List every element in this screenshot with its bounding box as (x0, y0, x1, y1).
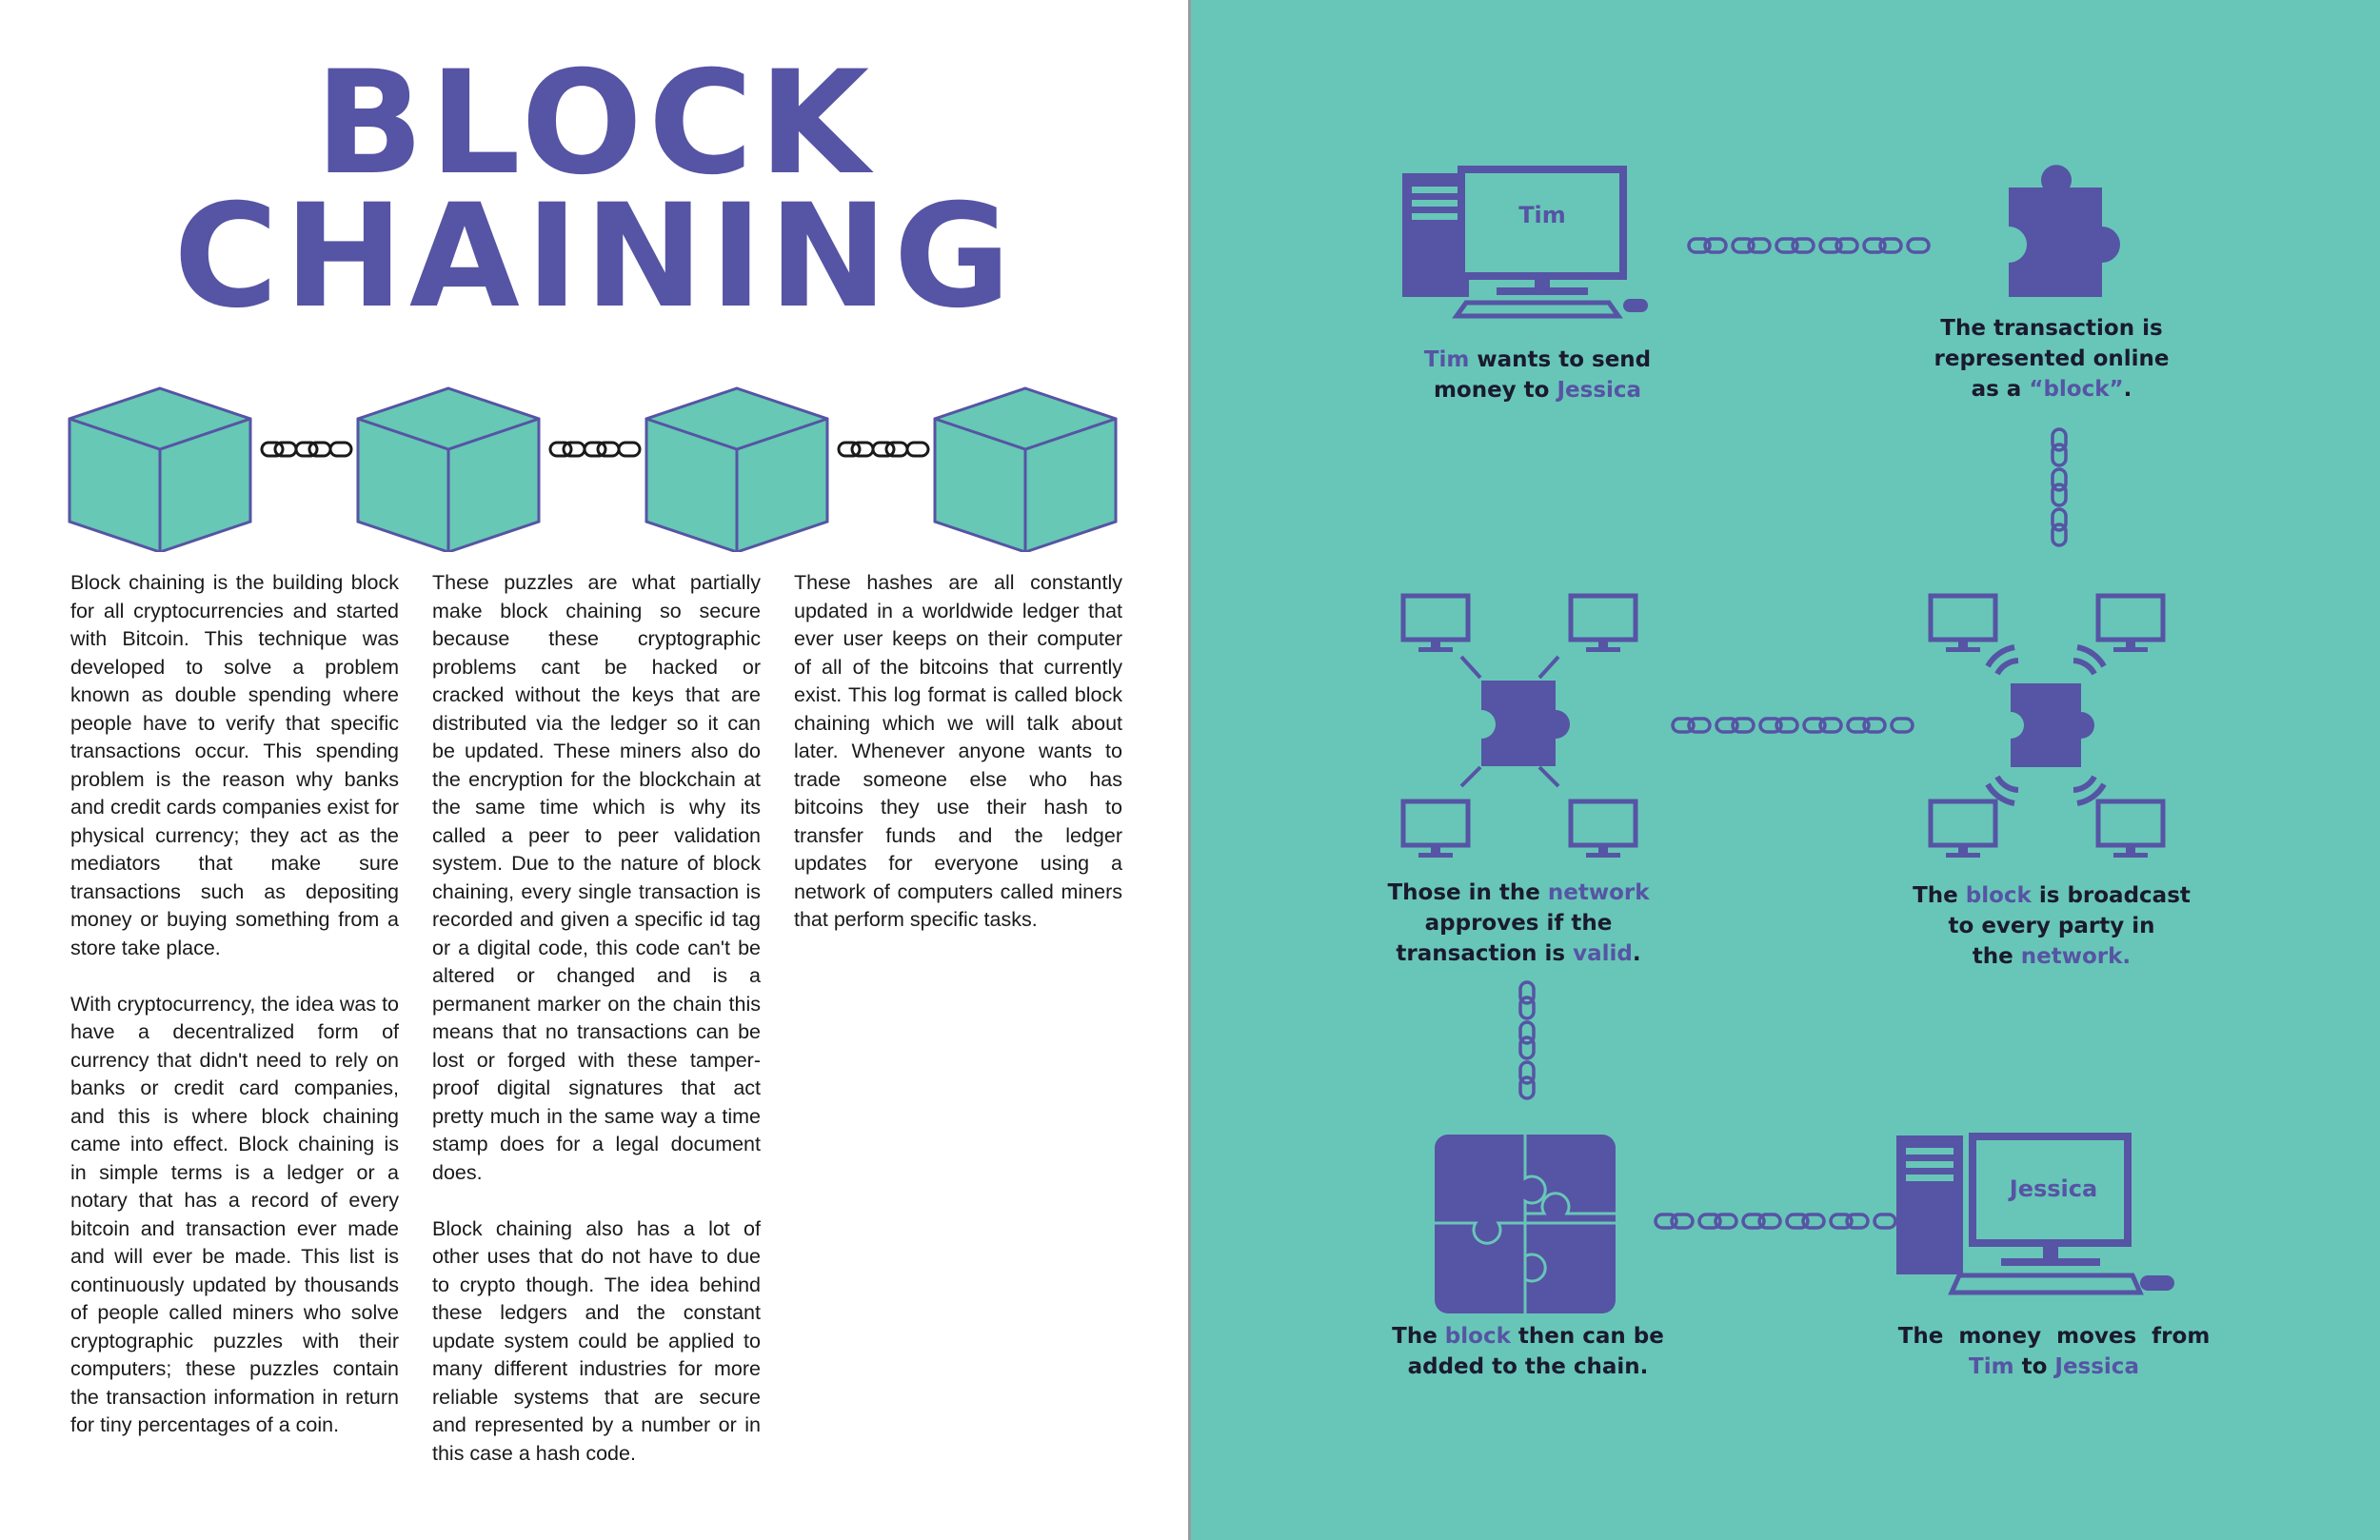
computer-icon (1896, 1133, 2174, 1295)
article-paragraph: With cryptocurrency, the idea was to hav… (70, 992, 399, 1437)
right-page (1190, 0, 2380, 1540)
page-title-line2: CHAINING (173, 174, 1017, 340)
puzzle-piece-icon (2011, 683, 2094, 767)
computer-icon (1402, 166, 1648, 319)
monitor-icon (1403, 801, 1468, 858)
network-validation-icon (1403, 596, 1636, 858)
puzzle-piece-icon (1481, 681, 1570, 766)
monitor-icon (1571, 801, 1636, 858)
article-paragraph: These puzzles are what partially make bl… (432, 571, 761, 1184)
caption-step-3: The block is broadcast to every party in… (1913, 883, 2191, 969)
caption-step-5: The block then can be added to the chain… (1392, 1324, 1664, 1379)
chain-link-icon (837, 441, 930, 458)
monitor-icon (2098, 596, 2163, 652)
blockchain-process-diagram (1190, 165, 2174, 1313)
cube-chain-illustration (68, 386, 1118, 552)
monitor-icon (1571, 596, 1636, 652)
chain-link-icon (1687, 237, 1931, 254)
article-paragraph: Block chaining is the building block for… (70, 571, 399, 959)
chain-link-icon (2051, 427, 2068, 547)
caption-step-1: Tim wants to send money to Jessica (1423, 347, 1652, 403)
cube-icon (933, 386, 1118, 552)
chain-link-icon (1518, 980, 1536, 1100)
cube-icon (356, 386, 541, 552)
caption-step-2: The transaction is represented online as… (1934, 316, 2170, 402)
caption-step-6: The money moves from Tim to Jessica (1897, 1324, 2211, 1379)
article-column-3: These hashes are all constantly updated … (794, 569, 1122, 962)
article-column-2: These puzzles are what partially make bl… (432, 569, 761, 1496)
article-paragraph: Block chaining also has a lot of other u… (432, 1216, 761, 1465)
article-paragraph: These hashes are all constantly updated … (794, 571, 1122, 931)
cube-icon (68, 386, 252, 552)
page-title-line1: BLOCK (314, 41, 876, 207)
broadcast-waves-icon (1985, 644, 2107, 806)
broadcast-network-icon (1931, 596, 2163, 858)
chain-link-icon (1671, 717, 1914, 734)
chain-link-icon (548, 441, 642, 458)
monitor-icon (1931, 801, 1995, 858)
chain-link-icon (260, 441, 353, 458)
monitor-icon (2098, 801, 2163, 858)
monitor-icon (1403, 596, 1468, 652)
page-spine (1188, 0, 1191, 1540)
monitor-label-tim: Tim (1518, 202, 1566, 228)
article-column-1: Block chaining is the building block for… (70, 569, 399, 1468)
left-page (0, 0, 1190, 1540)
puzzle-piece-icon (2009, 165, 2120, 297)
caption-step-4: Those in the network approves if the tra… (1387, 880, 1650, 966)
puzzle-square-icon (1435, 1135, 1616, 1313)
monitor-icon (1931, 596, 1995, 652)
chain-link-icon (1654, 1213, 1897, 1230)
cube-icon (645, 386, 829, 552)
monitor-label-jessica: Jessica (2009, 1175, 2098, 1202)
